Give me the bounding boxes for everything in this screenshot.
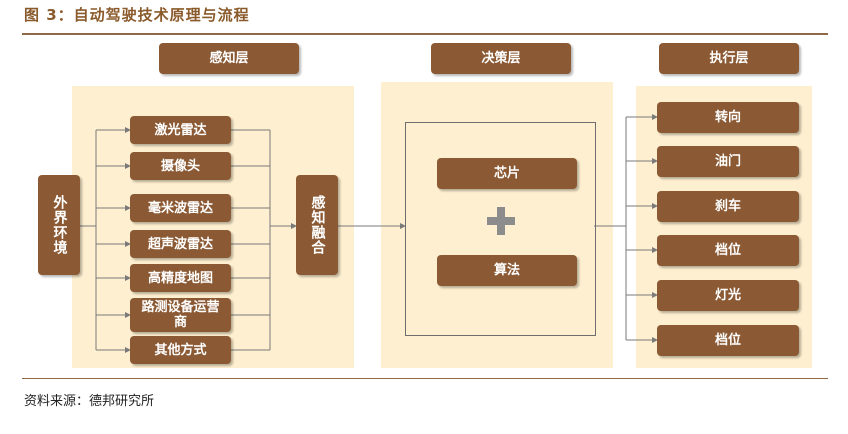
sensor-other: 其他方式 bbox=[130, 336, 231, 364]
decision-frame bbox=[405, 122, 596, 336]
sensor-camera: 摄像头 bbox=[130, 152, 231, 180]
exec-steering: 转向 bbox=[657, 102, 799, 133]
environment-box: 外界环境 bbox=[38, 175, 80, 275]
source-note: 资料来源：德邦研究所 bbox=[24, 394, 155, 409]
sensor-roadside-operator: 路测设备运营商 bbox=[130, 298, 231, 332]
header-perception: 感知层 bbox=[159, 43, 299, 74]
sensor-ultrasonic-radar: 超声波雷达 bbox=[130, 230, 231, 258]
top-rule bbox=[22, 33, 828, 35]
exec-gear: 档位 bbox=[657, 235, 799, 266]
plus-icon-vertical bbox=[497, 207, 505, 235]
decision-chip: 芯片 bbox=[437, 158, 577, 189]
header-execution: 执行层 bbox=[659, 43, 799, 74]
exec-throttle: 油门 bbox=[657, 146, 799, 177]
fusion-box: 感知融合 bbox=[296, 175, 338, 275]
bottom-rule bbox=[22, 378, 828, 379]
execution-panel bbox=[636, 86, 812, 368]
sensor-hd-map: 高精度地图 bbox=[130, 264, 231, 292]
sensor-mmwave-radar: 毫米波雷达 bbox=[130, 194, 231, 222]
exec-brake: 刹车 bbox=[657, 191, 799, 222]
decision-algorithm: 算法 bbox=[437, 255, 577, 286]
header-decision: 决策层 bbox=[431, 43, 571, 74]
exec-lights: 灯光 bbox=[657, 280, 799, 311]
figure-title: 图 3：自动驾驶技术原理与流程 bbox=[24, 6, 250, 24]
sensor-lidar: 激光雷达 bbox=[130, 116, 231, 144]
exec-gear-2: 档位 bbox=[657, 325, 799, 356]
